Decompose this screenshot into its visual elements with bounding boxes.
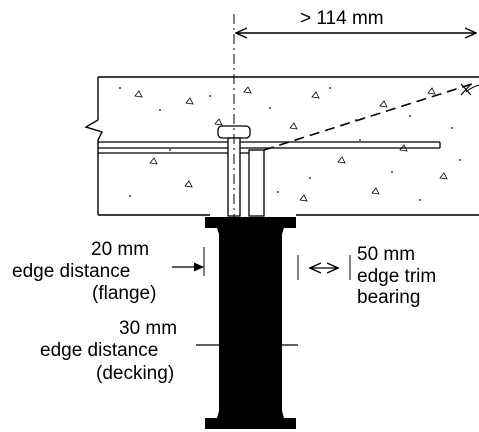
steel-i-beam <box>205 217 296 429</box>
trim-bearing-label-value: 50 mm <box>357 244 415 265</box>
concrete-hatch <box>134 86 448 202</box>
edge-trim-plate <box>248 149 265 217</box>
trim-bearing-label-note: bearing <box>357 287 420 308</box>
flange-label-note: (flange) <box>92 283 156 304</box>
trim-bearing-dimension <box>297 255 351 280</box>
flange-label-value: 20 mm <box>91 239 149 260</box>
decking-label-value: 30 mm <box>119 318 177 339</box>
decking-label-title: edge distance <box>40 340 158 361</box>
flange-label-title: edge distance <box>12 261 130 282</box>
concrete-slab <box>84 76 479 216</box>
flange-edge-distance <box>172 247 262 276</box>
metal-decking <box>98 141 441 154</box>
trim-bearing-label-title: edge trim <box>357 266 436 287</box>
edge-trim <box>263 83 473 151</box>
decking-edge-distance <box>196 327 298 357</box>
decking-label-note: (decking) <box>96 363 174 384</box>
top-dimension-label: > 114 mm <box>300 8 384 29</box>
